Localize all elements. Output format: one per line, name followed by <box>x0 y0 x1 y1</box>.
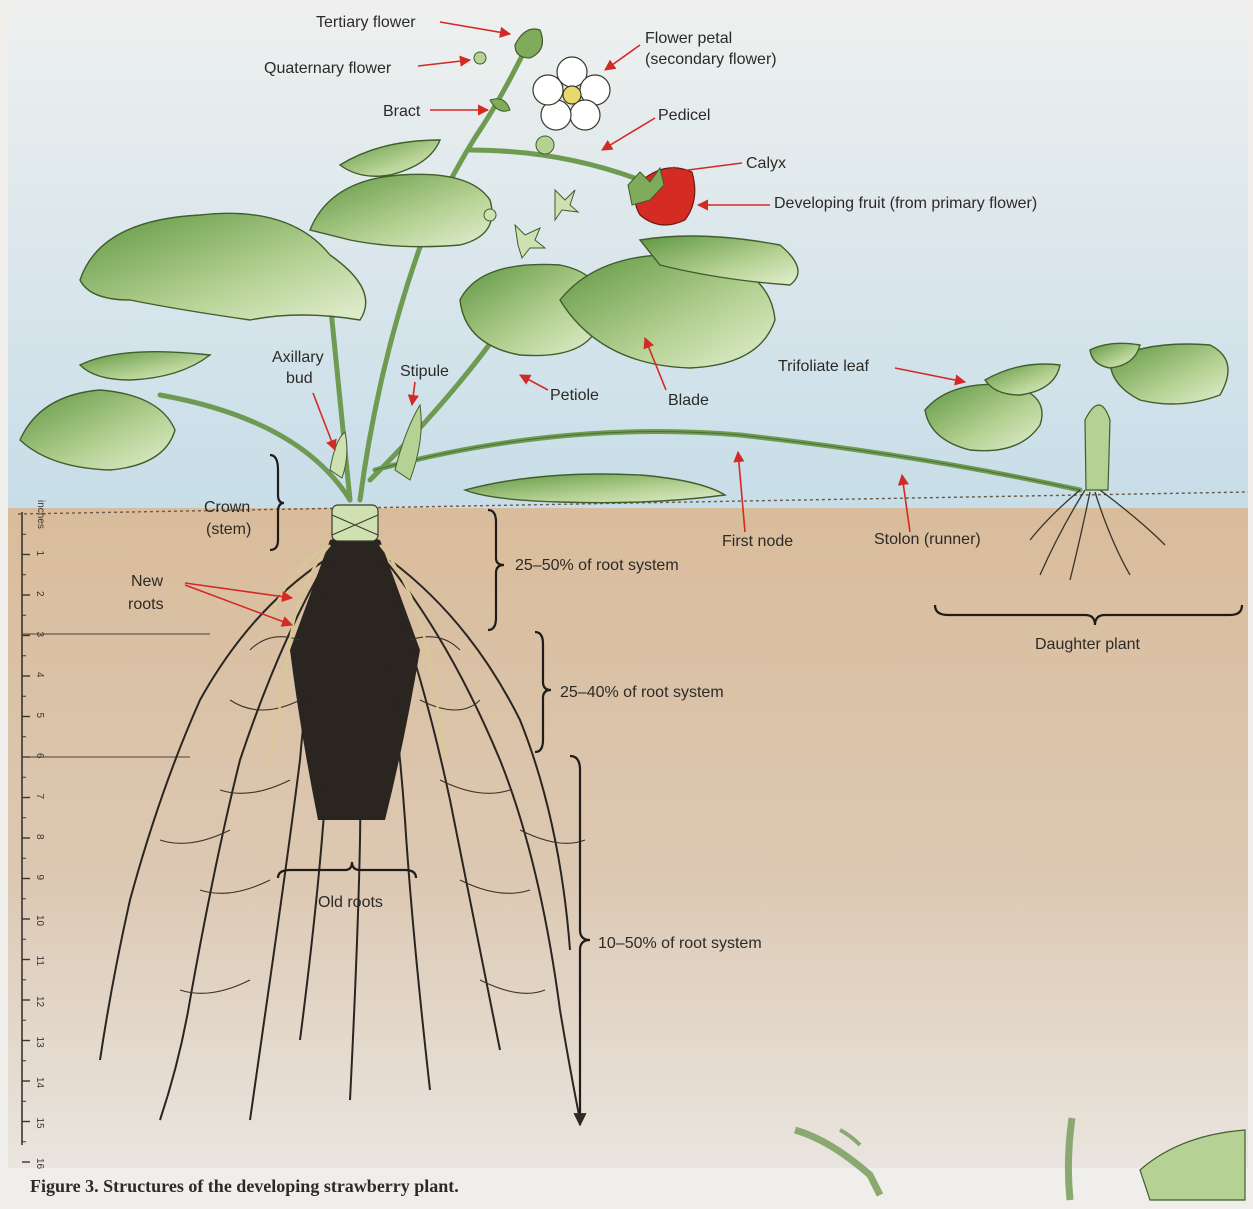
label-stipule: Stipule <box>400 363 449 380</box>
label-old-roots: Old roots <box>318 894 383 911</box>
ruler-tick-label: 13 <box>34 1037 45 1049</box>
ruler-tick-label: 12 <box>34 996 45 1008</box>
label-new: New <box>131 573 163 590</box>
label-stem: (stem) <box>206 521 251 538</box>
label-trifoliate-leaf: Trifoliate leaf <box>778 358 870 375</box>
ruler-tick-label: 2 <box>34 591 45 597</box>
soil-region <box>8 508 1248 1168</box>
label-flower-petal: Flower petal <box>645 30 732 47</box>
ruler-tick-label: 14 <box>34 1077 45 1089</box>
ruler-unit-label: inches <box>35 500 46 529</box>
label-bud: bud <box>286 370 313 387</box>
label-developing-fruit: Developing fruit (from primary flower) <box>774 195 1037 212</box>
crown <box>332 505 378 541</box>
ruler-tick-label: 8 <box>34 834 45 840</box>
label-bract: Bract <box>383 103 421 120</box>
ruler-tick-label: 4 <box>34 672 45 678</box>
label-first-node: First node <box>722 533 793 550</box>
label-zone-1: 25–50% of root system <box>515 557 679 574</box>
ruler-tick-label: 11 <box>34 956 45 967</box>
label-daughter-plant: Daughter plant <box>1035 636 1141 653</box>
label-crown: Crown <box>204 499 250 516</box>
ruler-tick-label: 9 <box>34 875 45 881</box>
label-tertiary-flower: Tertiary flower <box>316 14 416 31</box>
daughter-crown <box>1085 405 1110 490</box>
ruler-tick-label: 15 <box>34 1118 45 1130</box>
ruler-tick-label: 5 <box>34 713 45 719</box>
pedicel-bud <box>536 136 554 154</box>
label-calyx: Calyx <box>746 155 786 172</box>
label-secondary-flower: (secondary flower) <box>645 51 777 68</box>
label-pedicel: Pedicel <box>658 107 710 124</box>
ruler-tick-label: 6 <box>34 753 45 759</box>
ruler-tick-label: 16 <box>34 1158 45 1170</box>
quaternary-flower-bud <box>474 52 486 64</box>
figure-caption: Figure 3. Structures of the developing s… <box>30 1176 459 1196</box>
label-petiole: Petiole <box>550 387 599 404</box>
label-zone-3: 10–50% of root system <box>598 935 762 952</box>
label-stolon: Stolon (runner) <box>874 531 981 548</box>
ruler-tick-label: 10 <box>34 915 45 927</box>
label-zone-2: 25–40% of root system <box>560 684 724 701</box>
label-blade: Blade <box>668 392 709 409</box>
ruler-tick-label: 1 <box>34 551 45 557</box>
label-quaternary-flower: Quaternary flower <box>264 60 392 77</box>
label-roots: roots <box>128 596 164 613</box>
ruler-tick-label: 7 <box>34 794 45 800</box>
label-axillary: Axillary <box>272 349 324 366</box>
